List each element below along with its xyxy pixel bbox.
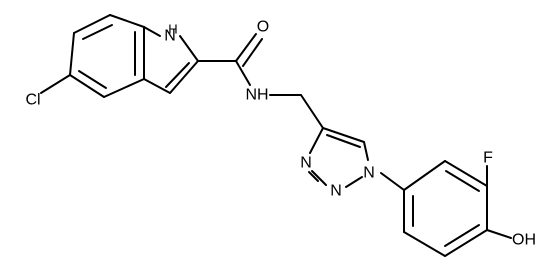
bond-lines [40, 14, 512, 257]
carbonyl-oxygen-label: O [257, 19, 269, 36]
chlorine-label: Cl [25, 92, 40, 109]
triazole-n2-label: N [330, 183, 342, 200]
atom-labels: H N Cl O NH N N N F OH [25, 19, 536, 249]
indole-nh-hydrogen-label: H [168, 22, 177, 37]
fluorine-label: F [483, 150, 493, 167]
triazole-n1-label: N [363, 165, 375, 182]
indole-nitrogen-label: N [164, 28, 176, 45]
triazole-n3-label: N [300, 155, 312, 172]
hydroxyl-label: OH [512, 232, 536, 249]
amide-nh-label: NH [245, 87, 268, 104]
